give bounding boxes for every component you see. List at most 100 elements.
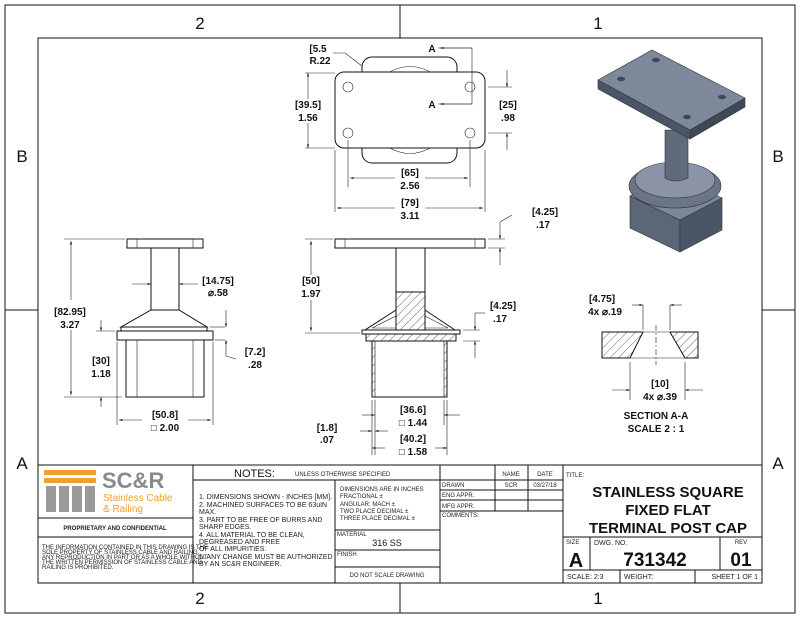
drawing-title-line: FIXED FLAT <box>625 502 711 519</box>
dim-width-mm: [79] <box>401 198 419 209</box>
material-value: 316 SS <box>372 538 402 548</box>
note-line: OF ALL IMPURITIES. <box>199 546 266 553</box>
zone-label: A <box>16 454 28 473</box>
dim-countersink-mm: [10] <box>651 379 669 390</box>
logo-line2: & Railing <box>103 504 143 515</box>
dim-inner-in: □ 1.44 <box>399 418 428 429</box>
tolerance-line: THREE PLACE DECIMAL ± <box>340 516 415 522</box>
tolerance-line: TWO PLACE DECIMAL ± <box>340 509 409 515</box>
zone-label: 1 <box>593 589 602 608</box>
tolerance-line: ANGULAR: MACH ± <box>340 502 396 508</box>
dim-hole-in: 4x ⌀.19 <box>588 307 622 318</box>
dim-overall-mm: [82.95] <box>54 307 86 318</box>
zone-label: 1 <box>593 14 602 33</box>
dim-flange-mm: [7.2] <box>245 347 266 358</box>
dim-body-mm: [30] <box>92 356 110 367</box>
drawn-name: SCR <box>505 483 518 489</box>
size-label: SIZE <box>566 540 579 546</box>
section-marker: A <box>428 100 435 111</box>
dim-radius-in: R.22 <box>309 56 331 67</box>
dim-overall-in: 3.27 <box>60 320 80 331</box>
dim-height-mm: [50] <box>302 276 320 287</box>
scale-label: SCALE: 2:3 <box>567 574 604 581</box>
note-line: 5. ANY CHANGE MUST BE AUTHORIZED <box>199 554 333 561</box>
dim-outer-in: □ 1.58 <box>399 447 428 458</box>
proprietary-label: PROPRIETARY AND CONFIDENTIAL <box>63 526 167 532</box>
dim-body-in: 1.18 <box>91 369 111 380</box>
dim-flange-in: .28 <box>248 360 262 371</box>
dim-hole-v-in: .98 <box>501 113 515 124</box>
disclaimer-line: THE INFORMATION CONTAINED IN THIS DRAWIN… <box>42 545 208 551</box>
section-marker: A <box>428 44 435 55</box>
dwg-no-value: 731342 <box>623 550 686 571</box>
dim-plate-thickness-in: .17 <box>536 220 550 231</box>
disclaimer-line: RAILING IS PROHIBITED. <box>42 565 114 571</box>
disclaimer-line: ANY REPRODUCTION IN PART OR AS A WHOLE W… <box>42 555 208 561</box>
title-block: SC&R Stainless Cable & Railing PROPRIETA… <box>38 464 762 583</box>
date-header: DATE <box>537 472 553 478</box>
zone-label: A <box>772 454 784 473</box>
dim-hole-mm: [4.75] <box>589 294 615 305</box>
note-line: DEGREASED AND FREE <box>199 539 280 546</box>
finish-label: FINISH <box>337 552 357 558</box>
top-view: A A [5.5 R.22 [39.5] 1.56 [25] .98 [65] … <box>294 44 517 222</box>
material-label: MATERIAL <box>337 532 367 538</box>
logo-line1: Stainless Cable <box>103 493 173 504</box>
comments-label: COMMENTS: <box>442 513 479 519</box>
zone-label: 2 <box>195 14 204 33</box>
dim-hole-h-in: 2.56 <box>400 181 420 192</box>
company-logo: SC&R Stainless Cable & Railing <box>44 468 173 515</box>
notes-subtitle: UNLESS OTHERWISE SPECIFIED <box>295 472 391 478</box>
size-value: A <box>569 550 583 572</box>
drawn-date: 03/27/18 <box>533 483 557 489</box>
dim-wall-in: .07 <box>320 435 334 446</box>
drawing-frame: 2 1 2 1 B A B A <box>4 4 796 614</box>
weight-label: WEIGHT: <box>624 574 653 581</box>
disclaimer-line: THE WRITTEN PERMISSION OF STAINLESS CABL… <box>42 560 203 566</box>
note-line: SHARP EDGES. <box>199 524 251 531</box>
drawn-label: DRAWN <box>442 483 464 489</box>
dim-hole-v-mm: [25] <box>499 100 517 111</box>
note-line: 3. PART TO BE FREE OF BURRS AND <box>199 517 322 524</box>
note-line: 2. MACHINED SURFACES TO BE 63uIN <box>199 502 327 509</box>
dim-stem-mm: [14.75] <box>202 276 234 287</box>
tolerance-line: DIMENSIONS ARE IN INCHES <box>340 487 424 493</box>
dim-height-in: 1.97 <box>301 289 321 300</box>
dim-radius-mm: [5.5 <box>309 44 327 55</box>
mfg-appr-label: MFG APPR. <box>442 504 475 510</box>
dim-wall-mm: [1.8] <box>317 423 338 434</box>
tolerance-line: FRACTIONAL ± <box>340 494 383 500</box>
front-view: [82.95] 3.27 [14.75] ⌀.58 [30] 1.18 [7.2… <box>54 238 266 434</box>
rev-label: REV <box>735 540 747 546</box>
dim-countersink-in: 4x ⌀.39 <box>643 392 677 403</box>
dim-outer-mm: [40.2] <box>400 434 426 445</box>
do-not-scale-label: DO NOT SCALE DRAWING <box>349 573 424 579</box>
dim-height-in: 1.56 <box>298 113 318 124</box>
dwg-no-label: DWG. NO. <box>594 540 627 547</box>
dim-hole-h-mm: [65] <box>401 168 419 179</box>
rev-value: 01 <box>730 550 752 571</box>
section-label: SECTION A-A <box>624 411 689 422</box>
drawing-title-line: TERMINAL POST CAP <box>589 520 747 537</box>
isometric-view <box>597 49 746 253</box>
note-line: 1. DIMENSIONS SHOWN - INCHES [MM]. <box>199 494 332 501</box>
drawing-title-line: STAINLESS SQUARE <box>592 484 743 501</box>
notes-list: 1. DIMENSIONS SHOWN - INCHES [MM]. 2. MA… <box>199 494 333 568</box>
notes-label: NOTES: <box>234 468 275 480</box>
dim-flange-thickness-in: .17 <box>493 314 507 325</box>
dim-square-in: □ 2.00 <box>151 423 180 434</box>
sheet-label: SHEET 1 OF 1 <box>711 574 758 581</box>
eng-appr-label: ENG APPR. <box>442 493 475 499</box>
name-header: NAME <box>502 472 519 478</box>
disclaimer-line: SOLE PROPERTY OF STAINLESS CABLE AND RAI… <box>42 550 200 556</box>
zone-label: B <box>16 147 27 166</box>
dim-flange-thickness-mm: [4.25] <box>490 301 516 312</box>
dim-height-mm: [39.5] <box>295 100 321 111</box>
zone-label: B <box>772 147 783 166</box>
side-section-view: [4.25] .17 [50] 1.97 [4.25] .17 [36.6] □… <box>301 207 558 458</box>
note-line: BY AN SC&R ENGINEER. <box>199 561 281 568</box>
note-line: MAX. <box>199 509 216 516</box>
title-label: TITLE: <box>566 473 584 479</box>
section-scale: SCALE 2 : 1 <box>628 424 685 435</box>
